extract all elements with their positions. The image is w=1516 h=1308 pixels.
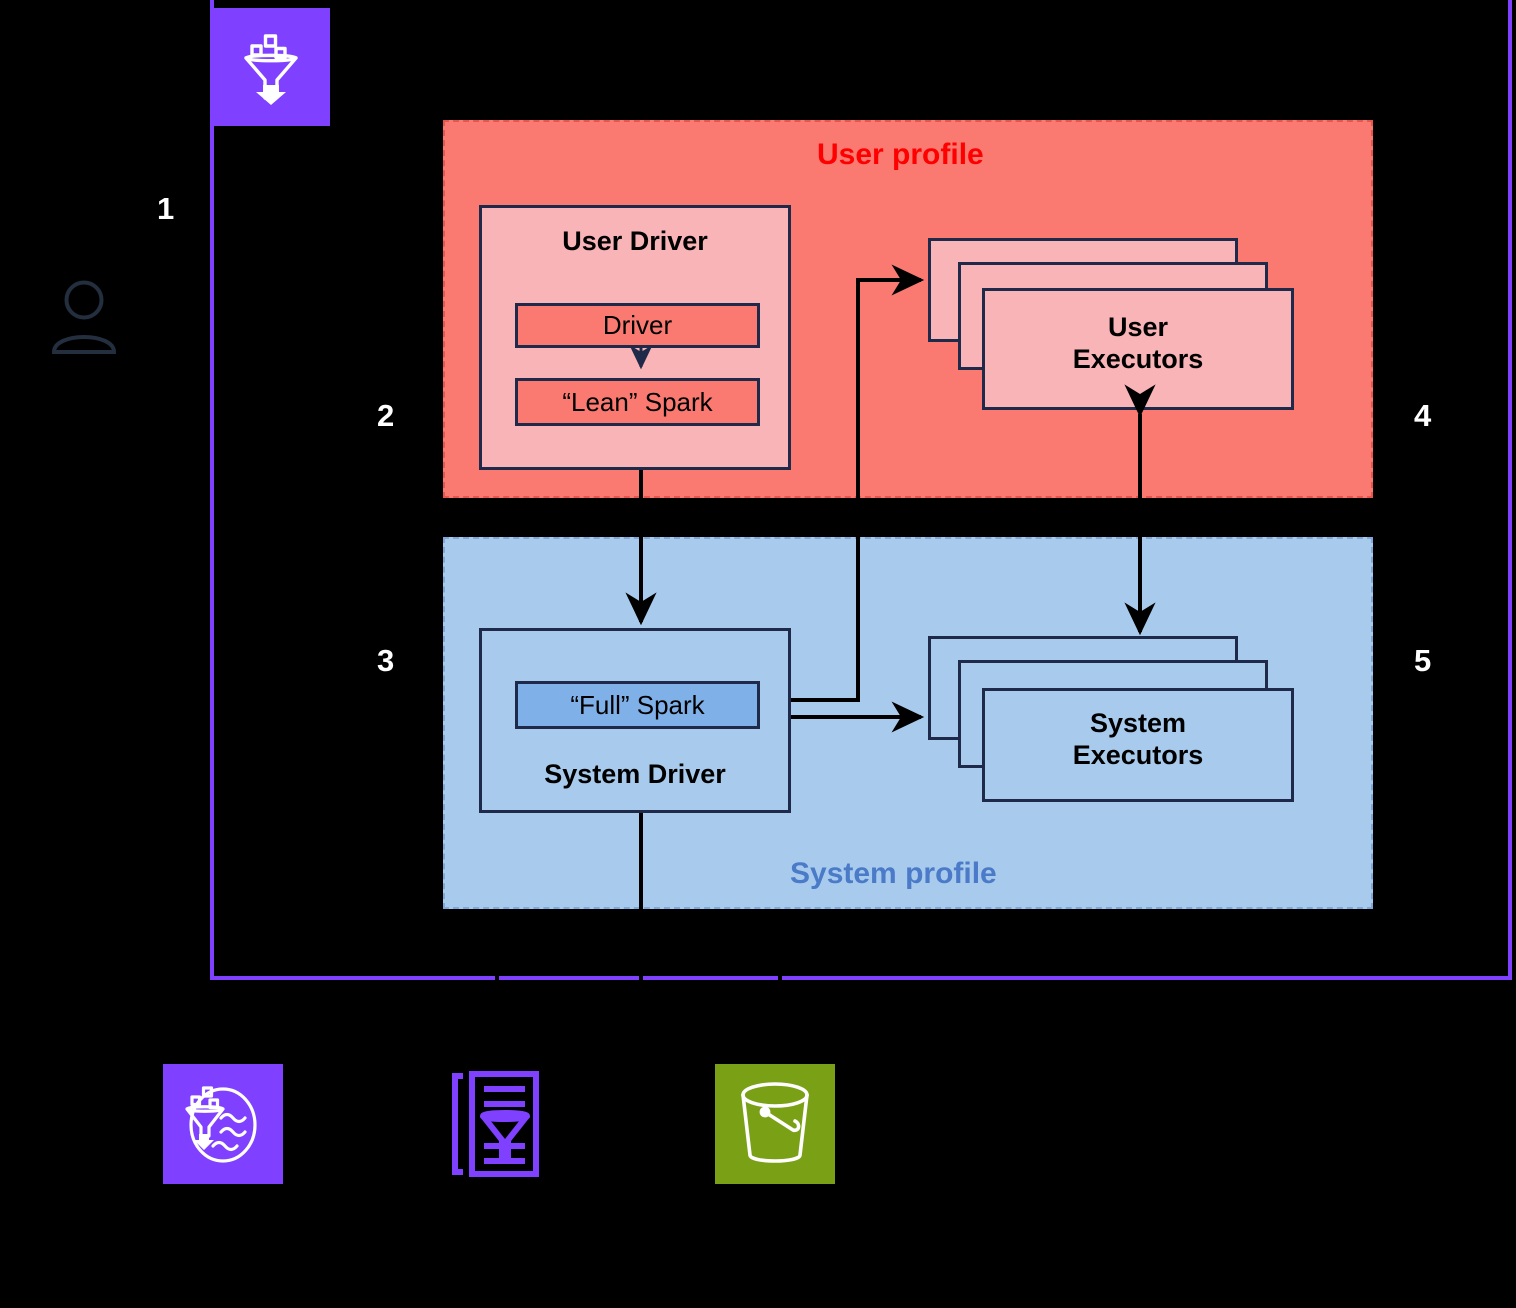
system-executors-label: System Executors	[985, 708, 1291, 772]
step-number-2: 2	[377, 398, 395, 433]
step-number-5: 5	[1414, 643, 1432, 678]
step-number-1: 1	[157, 191, 175, 226]
person-icon	[48, 278, 120, 354]
user-driver-title: User Driver	[562, 226, 708, 256]
system-driver-box: “Full” Spark System Driver	[479, 628, 791, 813]
user-driver-box: User Driver Driver “Lean” Spark	[479, 205, 791, 470]
step-number-3: 3	[377, 643, 395, 678]
storage-bucket-icon	[715, 1064, 835, 1184]
user-executors-label-line1: User	[1107, 312, 1169, 342]
service-boundary-container	[210, 0, 1512, 980]
full-spark-chip: “Full” Spark	[515, 681, 760, 729]
lean-spark-chip: “Lean” Spark	[515, 378, 760, 426]
etl-job-funnel-icon	[440, 1064, 560, 1184]
user-executors-label-line2: Executors	[1072, 343, 1204, 374]
user-driver-chip: Driver	[515, 303, 760, 348]
system-driver-title: System Driver	[544, 759, 726, 789]
data-lake-funnel-icon	[163, 1064, 283, 1184]
step-number-4: 4	[1414, 398, 1432, 433]
data-filter-funnel-icon	[212, 8, 330, 126]
system-executor-card-front: System Executors	[982, 688, 1294, 802]
system-executors-label-line1: System	[1089, 708, 1187, 738]
user-executors-label: User Executors	[985, 312, 1291, 376]
user-executor-card-front: User Executors	[982, 288, 1294, 410]
user-profile-label: User profile	[817, 138, 984, 171]
system-executors-label-line2: Executors	[1072, 739, 1204, 770]
system-profile-label: System profile	[790, 857, 997, 890]
